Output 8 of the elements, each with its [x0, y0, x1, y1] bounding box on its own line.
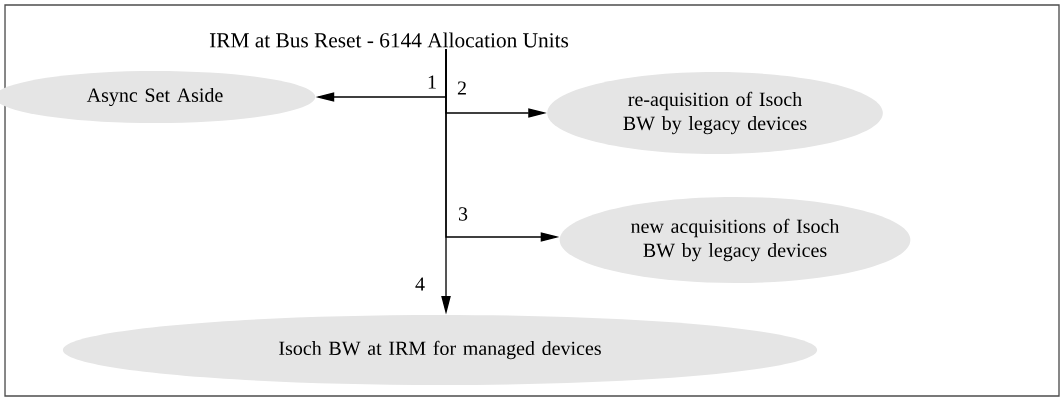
- title-text: IRM at Bus Reset - 6144 Allocation Units: [209, 32, 569, 48]
- edge-label: 1: [425, 74, 439, 90]
- ellipse-node: re-aquisition of Isoch BW by legacy devices: [547, 72, 883, 154]
- edge-label: 4: [413, 276, 427, 292]
- ellipse-node: Isoch BW at IRM for managed devices: [62, 315, 818, 385]
- ellipse-node: new acquisitions of Isoch BW by legacy devices: [559, 197, 911, 283]
- edge-label: 3: [456, 205, 470, 223]
- edge-label: 2: [455, 80, 469, 96]
